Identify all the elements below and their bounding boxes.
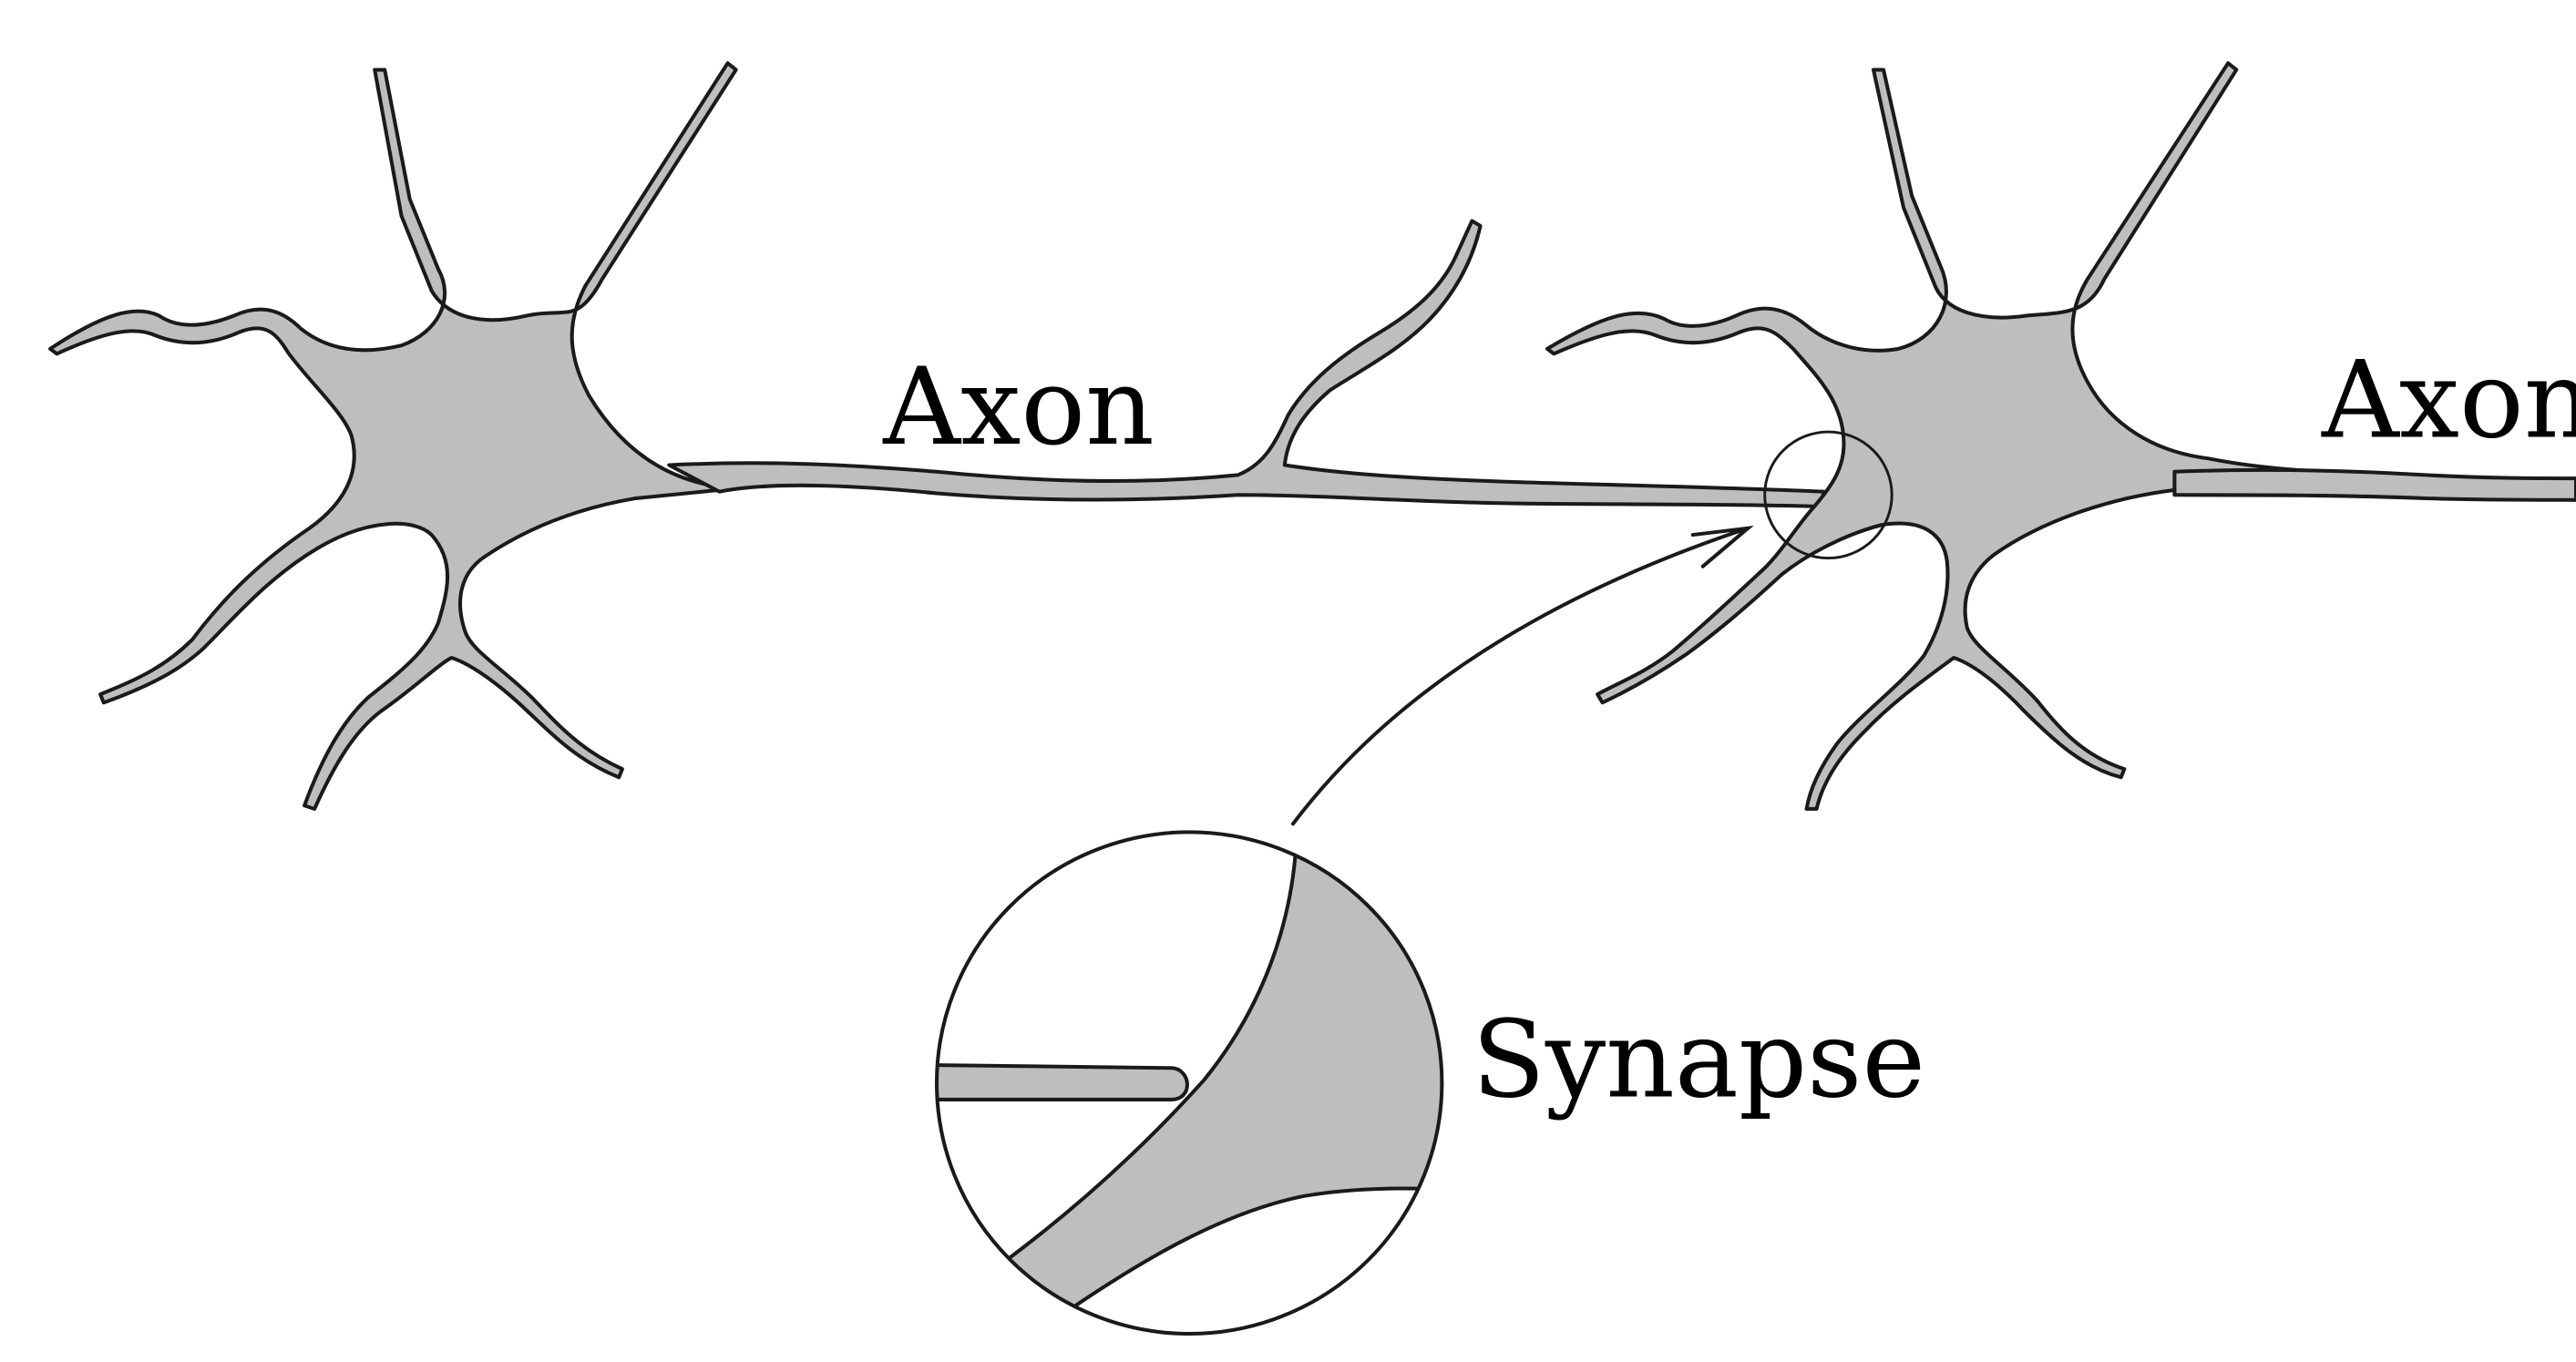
left-neuron [48,61,1825,811]
left-neuron-body [48,61,738,811]
left-axon [667,219,1825,509]
axon-label-left: Axon [882,344,1154,469]
right-axon [2172,467,2576,502]
synapse-label: Synapse [1472,998,1925,1122]
right-neuron [1545,61,2576,811]
synapse-inset [934,830,1444,1336]
synapse-pointer-arrow [1290,526,1750,826]
synapse-pointer-arrowhead [1690,525,1754,568]
right-neuron-body [1545,61,2576,811]
axon-label-right: Axon [2321,338,2576,463]
synapse-inset-axon-terminal [937,1062,1189,1101]
synapse-highlight-circle [1763,430,1894,560]
synapse-inset-border [934,830,1444,1336]
